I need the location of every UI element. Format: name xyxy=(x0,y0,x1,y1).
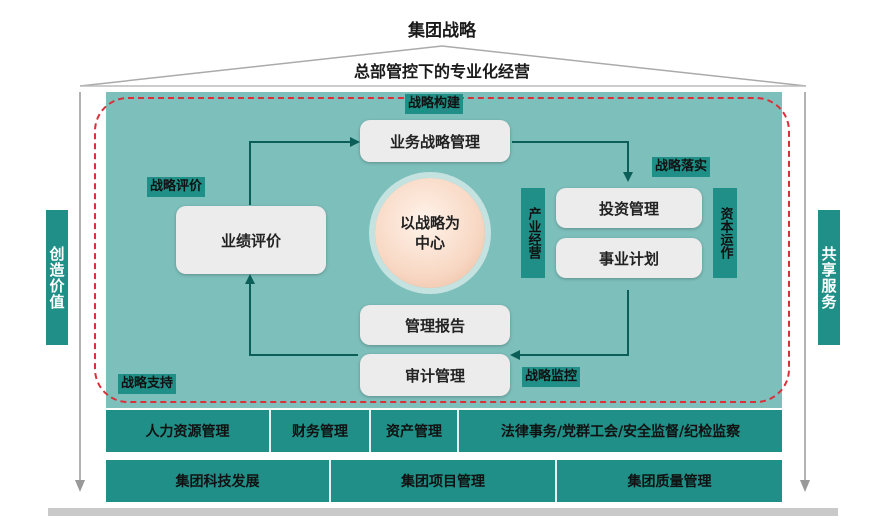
box-business-plan: 事业计划 xyxy=(556,238,702,278)
group-cell-tech: 集团科技发展 xyxy=(106,460,331,502)
tag-strategy-evaluation: 战略评价 xyxy=(147,177,206,197)
box-performance-evaluation: 业绩评价 xyxy=(176,206,326,274)
support-cell-legal: 法律事务/党群工会/安全监督/纪检监察 xyxy=(500,424,741,440)
group-cell-quality: 集团质量管理 xyxy=(627,474,712,490)
diagram-title: 集团战略 xyxy=(408,21,476,41)
tag-strategy-support: 战略支持 xyxy=(118,374,177,394)
side-label-left: 创造价值 xyxy=(46,210,68,345)
center-label: 以战略为中心 xyxy=(399,214,460,252)
ground-bar xyxy=(48,508,838,516)
tag-strategy-implementation: 战略落实 xyxy=(652,157,711,177)
support-row: 人力资源管理 财务管理 资产管理 法律事务/党群工会/安全监督/纪检监察 xyxy=(106,410,782,452)
tag-strategy-build: 战略构建 xyxy=(405,94,464,114)
box-business-strategy: 业务战略管理 xyxy=(360,120,510,162)
box-management-report: 管理报告 xyxy=(360,305,510,345)
group-cell-project: 集团项目管理 xyxy=(331,460,557,502)
support-cell-finance: 财务管理 xyxy=(271,410,371,452)
roof-label: 总部管控下的专业化经营 xyxy=(353,62,530,81)
vtag-capital-operation: 资本运作 xyxy=(713,188,737,278)
box-investment-management: 投资管理 xyxy=(556,188,702,228)
box-audit-management: 审计管理 xyxy=(360,354,510,396)
vtag-industry-operation: 产业经营 xyxy=(521,188,545,278)
support-cell-hr: 人力资源管理 xyxy=(106,410,271,452)
tag-strategy-monitoring: 战略监控 xyxy=(522,367,581,387)
roof-lines xyxy=(79,45,807,87)
support-cell-assets: 资产管理 xyxy=(371,410,459,452)
group-row: 集团科技发展 集团项目管理 集团质量管理 xyxy=(106,460,782,502)
center-circle: 以战略为中心 xyxy=(375,178,485,288)
side-label-right: 共享服务 xyxy=(818,210,840,345)
